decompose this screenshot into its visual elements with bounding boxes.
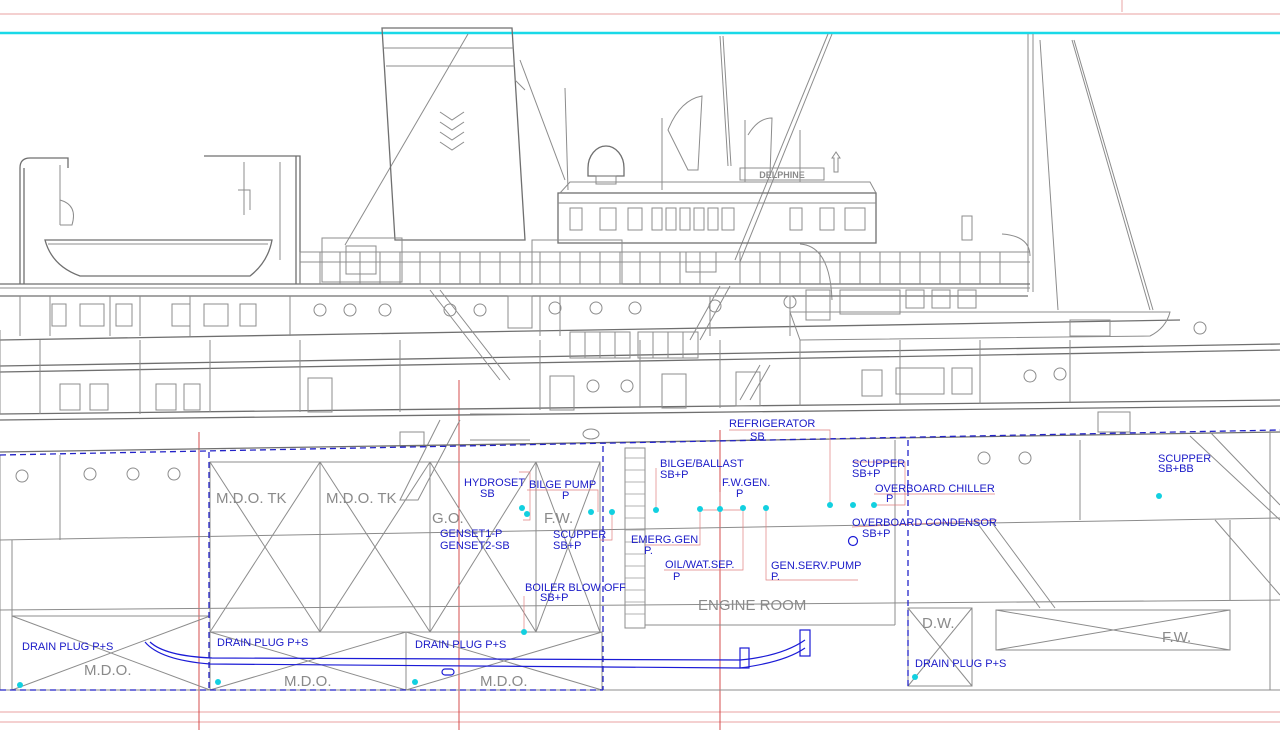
label-boiler-blow-off-sub: SB+P bbox=[540, 592, 568, 604]
compartment-dw: D.W. bbox=[922, 615, 955, 632]
mast-and-rigging bbox=[344, 33, 1154, 311]
compartment-engine-room: ENGINE ROOM bbox=[698, 597, 806, 614]
label-overboard-chiller-sub: P bbox=[886, 493, 893, 505]
label-oil-wat-sep-sub: P bbox=[673, 571, 680, 583]
label-bilge-pump: BILGE PUMP bbox=[529, 479, 596, 491]
label-bilge-ballast-sub: SB+P bbox=[660, 469, 688, 481]
label-overboard-condensor: OVERBOARD CONDENSOR bbox=[852, 517, 997, 529]
compartment-fw-aft: F.W. bbox=[1162, 629, 1191, 646]
label-hydroset: HYDROSET bbox=[464, 477, 525, 489]
label-emerg-gen-sub: P. bbox=[644, 545, 653, 557]
funnel bbox=[381, 27, 526, 241]
hull bbox=[0, 430, 1280, 691]
compartment-mdo-tk-1: M.D.O. TK bbox=[216, 490, 287, 507]
annotation-labels: REFRIGERATOR SB HYDROSET SB BILGE PUMP P… bbox=[22, 418, 1211, 670]
tank-structure bbox=[11, 440, 1231, 691]
label-genset1: GENSET1-P bbox=[440, 528, 502, 540]
compartment-fw: F.W. bbox=[544, 510, 573, 527]
label-hydroset-sub: SB bbox=[480, 488, 495, 500]
label-scupper-1: SCUPPER bbox=[852, 458, 905, 470]
label-scupper-1-sub: SB+P bbox=[852, 468, 880, 480]
label-overboard-condensor-sub: SB+P bbox=[862, 528, 890, 540]
label-gen-serv-pump-sub: P. bbox=[771, 571, 780, 583]
boat-deck bbox=[0, 215, 1031, 301]
compartment-mdo-3: M.D.O. bbox=[480, 673, 528, 690]
label-bilge-ballast: BILGE/BALLAST bbox=[660, 458, 744, 470]
superstructure bbox=[0, 285, 1280, 501]
label-drain-plug-4: DRAIN PLUG P+S bbox=[915, 658, 1006, 670]
label-refrigerator: REFRIGERATOR bbox=[729, 418, 815, 430]
label-scupper-2: SCUPPER bbox=[553, 529, 606, 541]
label-genset2: GENSET2-SB bbox=[440, 540, 510, 552]
label-fw-gen: F.W.GEN. bbox=[722, 477, 770, 489]
label-emerg-gen: EMERG.GEN bbox=[631, 534, 698, 546]
compartment-labels: M.D.O. TK M.D.O. TK G.O. F.W. ENGINE ROO… bbox=[84, 490, 1191, 690]
label-bilge-pump-sub: P bbox=[562, 490, 569, 502]
label-scupper-2-sub: SB+P bbox=[553, 540, 581, 552]
valve-markers bbox=[17, 493, 1162, 688]
label-scupper-sbbb-sub: SB+BB bbox=[1158, 463, 1194, 475]
label-oil-wat-sep: OIL/WAT.SEP. bbox=[665, 559, 735, 571]
compartment-go: G.O. bbox=[432, 510, 464, 527]
compartment-mdo-2: M.D.O. bbox=[284, 673, 332, 690]
tank-boundaries bbox=[0, 429, 1280, 691]
label-boiler-blow-off: BOILER BLOW OFF bbox=[525, 582, 626, 594]
label-refrigerator-sub: SB bbox=[750, 431, 765, 443]
bilge-piping bbox=[144, 535, 859, 676]
label-drain-plug-1: DRAIN PLUG P+S bbox=[22, 641, 113, 653]
label-gen-serv-pump: GEN.SERV.PUMP bbox=[771, 560, 861, 572]
compartment-mdo-1: M.D.O. bbox=[84, 662, 132, 679]
label-drain-plug-3: DRAIN PLUG P+S bbox=[415, 639, 506, 651]
label-fw-gen-sub: P bbox=[736, 488, 743, 500]
lifeboat-forward bbox=[19, 155, 301, 284]
label-scupper-sbbb: SCUPPER bbox=[1158, 453, 1211, 465]
label-drain-plug-2: DRAIN PLUG P+S bbox=[217, 637, 308, 649]
label-overboard-chiller: OVERBOARD CHILLER bbox=[875, 483, 995, 495]
ship-name-label: DELPHINE bbox=[759, 170, 805, 180]
wheelhouse: DELPHINE bbox=[557, 87, 877, 244]
compartment-mdo-tk-2: M.D.O. TK bbox=[326, 490, 397, 507]
